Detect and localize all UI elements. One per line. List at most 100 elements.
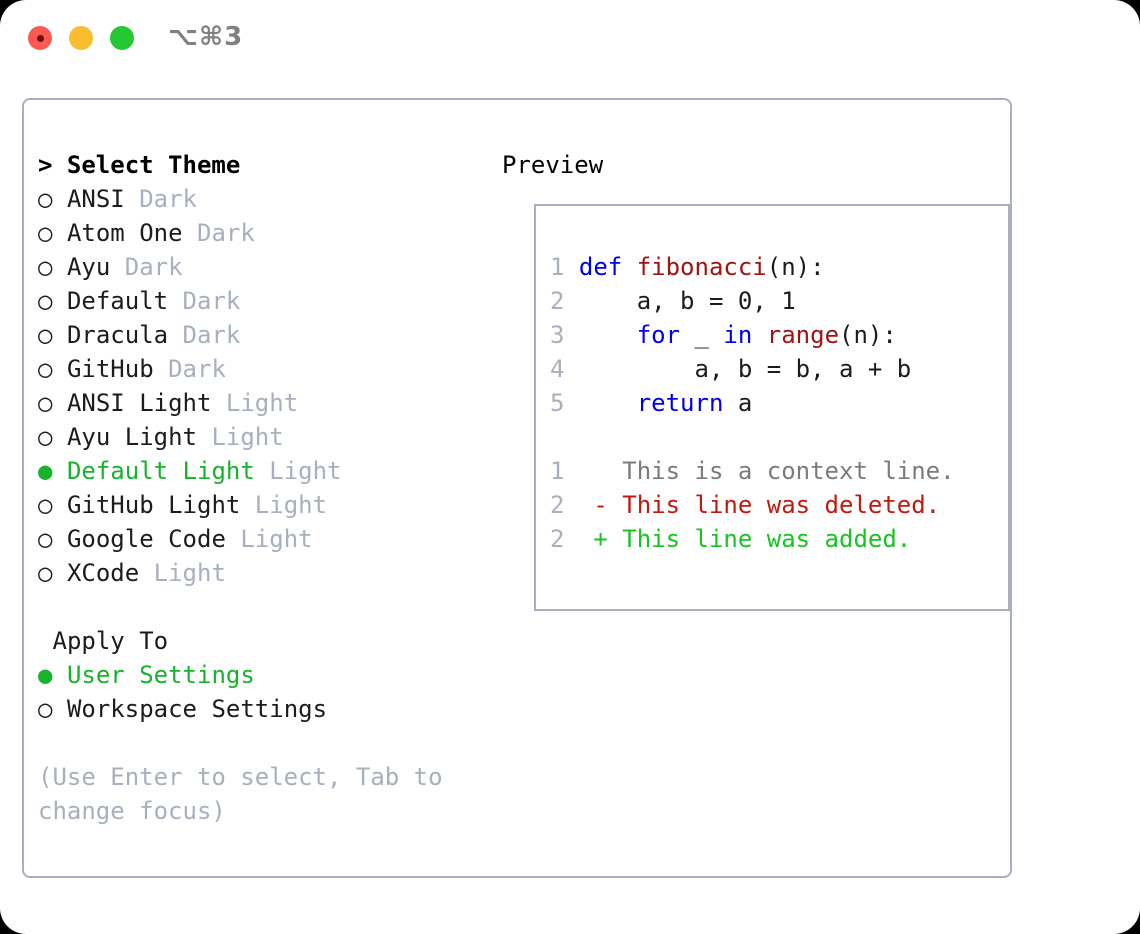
diff-marker: + xyxy=(564,525,623,553)
code-token xyxy=(752,321,766,349)
diff-marker: - xyxy=(564,491,623,519)
apply-to-option[interactable]: ○ Workspace Settings xyxy=(38,692,488,726)
title-bar: ⌥⌘3 xyxy=(0,0,1140,80)
code-token xyxy=(579,389,637,417)
theme-name: ANSI Light xyxy=(52,389,212,417)
line-number: 4 xyxy=(550,355,565,383)
radio-unselected-icon[interactable]: ○ xyxy=(38,321,53,349)
hint-line: change focus) xyxy=(38,797,226,825)
theme-name: Ayu xyxy=(52,253,111,281)
theme-list-item[interactable]: ○ ANSI Light Light xyxy=(38,386,488,420)
line-number: 3 xyxy=(550,321,565,349)
diff-text: This line was added. xyxy=(622,525,912,553)
preview-title: Preview xyxy=(502,151,604,179)
theme-category-tag: Light xyxy=(240,491,328,519)
theme-list-item[interactable]: ○ Atom One Dark xyxy=(38,216,488,250)
theme-list-item[interactable]: ○ ANSI Dark xyxy=(38,182,488,216)
radio-unselected-icon[interactable]: ○ xyxy=(38,185,53,213)
hint-spacer xyxy=(38,726,488,760)
code-token: in xyxy=(723,321,753,349)
radio-unselected-icon[interactable]: ○ xyxy=(38,219,53,247)
theme-category-tag: Light xyxy=(225,525,313,553)
apply-to-option-label: User Settings xyxy=(52,661,255,689)
code-token: (n): xyxy=(766,253,825,281)
maximize-button-icon[interactable] xyxy=(110,26,134,50)
theme-category-tag: Dark xyxy=(168,287,241,315)
code-token: def xyxy=(578,253,637,281)
theme-list-item[interactable]: ○ XCode Light xyxy=(38,556,488,590)
preview-pane: Preview 1 def fibonacci(n):2 a, b = 0, 1… xyxy=(502,148,1010,611)
code-line: 4 a, b = b, a + b xyxy=(550,352,1000,386)
theme-category-tag: Light xyxy=(139,559,226,587)
code-token: _ xyxy=(680,321,724,349)
code-gutter-space xyxy=(564,389,578,417)
diff-sample: 1 This is a context line.2 - This line w… xyxy=(550,454,1000,556)
code-gutter-space xyxy=(564,253,578,281)
code-token: range xyxy=(766,321,840,349)
theme-list-item[interactable]: ○ Ayu Dark xyxy=(38,250,488,284)
theme-category-tag: Light xyxy=(211,389,299,417)
code-token: a, b = b, a + b xyxy=(578,355,912,383)
code-gutter-space xyxy=(564,287,578,315)
code-gutter-space xyxy=(564,321,578,349)
code-token: a xyxy=(723,389,753,417)
apply-to-option[interactable]: ● User Settings xyxy=(38,658,488,692)
diff-line: 2 + This line was added. xyxy=(550,522,1000,556)
theme-list-item[interactable]: ○ Dracula Dark xyxy=(38,318,488,352)
radio-unselected-icon[interactable]: ○ xyxy=(38,525,53,553)
diff-line: 1 This is a context line. xyxy=(550,454,1000,488)
theme-name: ANSI xyxy=(52,185,125,213)
theme-list-item[interactable]: ○ Default Dark xyxy=(38,284,488,318)
line-number: 2 xyxy=(550,287,565,315)
radio-unselected-icon[interactable]: ○ xyxy=(38,389,53,417)
code-line: 2 a, b = 0, 1 xyxy=(550,284,1000,318)
diff-line: 2 - This line was deleted. xyxy=(550,488,1000,522)
hint-line: (Use Enter to select, Tab to xyxy=(38,763,443,791)
theme-category-tag: Light xyxy=(254,457,342,485)
line-number: 1 xyxy=(550,253,565,281)
theme-name: Dracula xyxy=(52,321,169,349)
radio-selected-icon[interactable]: ● xyxy=(38,661,53,689)
theme-list-item[interactable]: ● Default Light Light xyxy=(38,454,488,488)
theme-list: ○ ANSI Dark○ Atom One Dark○ Ayu Dark○ De… xyxy=(38,182,488,590)
code-token: for xyxy=(636,321,681,349)
theme-name: GitHub Light xyxy=(52,491,241,519)
theme-name: Default xyxy=(52,287,169,315)
list-spacer xyxy=(38,590,488,624)
code-token xyxy=(579,321,637,349)
radio-unselected-icon[interactable]: ○ xyxy=(38,423,53,451)
radio-unselected-icon[interactable]: ○ xyxy=(38,695,53,723)
radio-unselected-icon[interactable]: ○ xyxy=(38,491,53,519)
diff-line-number: 1 xyxy=(550,457,565,485)
radio-unselected-icon[interactable]: ○ xyxy=(38,559,53,587)
theme-list-item[interactable]: ○ GitHub Light Light xyxy=(38,488,488,522)
code-line: 1 def fibonacci(n): xyxy=(550,250,1000,284)
keyboard-hint: (Use Enter to select, Tab to change focus… xyxy=(38,760,488,828)
radio-unselected-icon[interactable]: ○ xyxy=(38,287,53,315)
diff-line-number: 2 xyxy=(550,525,565,553)
line-number: 5 xyxy=(550,389,565,417)
code-token: (n): xyxy=(839,321,897,349)
theme-category-tag: Dark xyxy=(124,185,197,213)
radio-unselected-icon[interactable]: ○ xyxy=(38,355,53,383)
radio-selected-icon[interactable]: ● xyxy=(38,457,53,485)
radio-unselected-icon[interactable]: ○ xyxy=(38,253,53,281)
theme-name: GitHub xyxy=(52,355,154,383)
theme-list-item[interactable]: ○ Ayu Light Light xyxy=(38,420,488,454)
window-controls xyxy=(28,26,134,50)
theme-list-item[interactable]: ○ Google Code Light xyxy=(38,522,488,556)
select-theme-header: > Select Theme xyxy=(38,151,241,179)
theme-list-item[interactable]: ○ GitHub Dark xyxy=(38,352,488,386)
theme-name: Default Light xyxy=(52,457,255,485)
theme-name: Ayu Light xyxy=(52,423,197,451)
theme-name: XCode xyxy=(52,559,140,587)
theme-category-tag: Dark xyxy=(182,219,255,247)
code-token: a, b = 0, 1 xyxy=(578,287,796,315)
theme-category-tag: Dark xyxy=(168,321,241,349)
close-button-icon[interactable] xyxy=(28,26,52,50)
code-line: 3 for _ in range(n): xyxy=(550,318,1000,352)
theme-name: Atom One xyxy=(52,219,183,247)
minimize-button-icon[interactable] xyxy=(69,26,93,50)
